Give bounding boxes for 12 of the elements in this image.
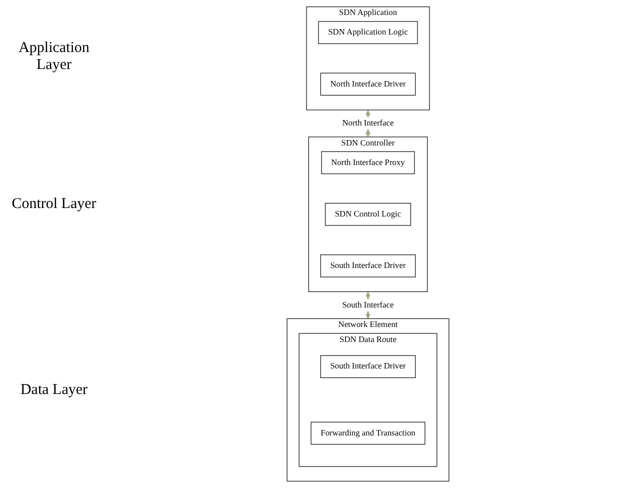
layer-label: Control Layer bbox=[10, 196, 98, 214]
node-box: SDN Control Logic bbox=[324, 202, 412, 226]
node-box: SDN Application Logic bbox=[318, 21, 418, 44]
node-box: Forwarding and Transaction bbox=[310, 422, 426, 445]
edge-label: South Interface bbox=[342, 300, 394, 310]
layer-label: Data Layer bbox=[19, 382, 89, 399]
node-box: South Interface Driver bbox=[320, 355, 416, 378]
node-box: North Interface Proxy bbox=[321, 151, 415, 174]
node-box: North Interface Driver bbox=[320, 72, 416, 96]
layer-label: Application Layer bbox=[18, 40, 90, 74]
edge-label: North Interface bbox=[342, 118, 394, 128]
node-box: South Interface Driver bbox=[320, 254, 416, 278]
